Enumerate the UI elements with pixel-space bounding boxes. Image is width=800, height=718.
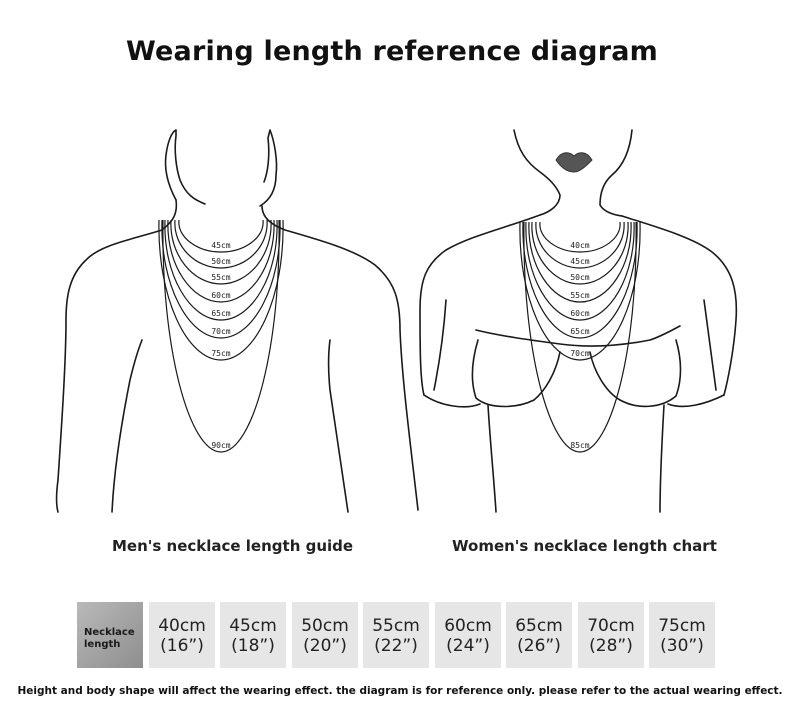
men-chain-5 <box>161 219 281 339</box>
cell-cm: 60cm <box>444 616 492 636</box>
men-length-label: 90cm <box>211 441 230 450</box>
women-chain-0 <box>539 221 621 253</box>
men-chain-1 <box>174 219 268 269</box>
men-length-label: 70cm <box>211 327 230 336</box>
men-necklace-chains: 45cm 50cm 55cm 60cm 65cm 70cm 75cm 90cm <box>158 219 284 453</box>
cell-cm: 70cm <box>587 616 635 636</box>
men-chain-3 <box>167 219 275 303</box>
length-cell-75: 75cm (30”) <box>649 602 715 668</box>
length-cell-40: 40cm (16”) <box>149 602 215 668</box>
men-length-label: 55cm <box>211 273 230 282</box>
cell-inch: (18”) <box>231 636 275 656</box>
women-chain-3 <box>528 221 632 303</box>
men-length-label: 60cm <box>211 291 230 300</box>
cell-inch: (24”) <box>446 636 490 656</box>
cell-inch: (30”) <box>660 636 704 656</box>
women-figure <box>419 129 738 513</box>
men-length-label: 75cm <box>211 349 230 358</box>
women-length-label: 65cm <box>570 327 589 336</box>
women-length-label: 60cm <box>570 309 589 318</box>
length-cell-65: 65cm (26”) <box>506 602 572 668</box>
women-length-label: 45cm <box>570 257 589 266</box>
cell-cm: 75cm <box>658 616 706 636</box>
women-caption: Women's necklace length chart <box>452 537 717 555</box>
cell-cm: 65cm <box>515 616 563 636</box>
cell-inch: (26”) <box>517 636 561 656</box>
length-cell-70: 70cm (28”) <box>578 602 644 668</box>
cell-cm: 40cm <box>158 616 206 636</box>
women-chain-2 <box>531 221 629 285</box>
lips-icon <box>555 152 593 173</box>
cell-inch: (28”) <box>589 636 633 656</box>
cell-inch: (16”) <box>160 636 204 656</box>
men-caption: Men's necklace length guide <box>112 537 354 555</box>
men-length-label: 50cm <box>211 257 230 266</box>
men-chain-2 <box>170 219 272 285</box>
women-length-label: 55cm <box>570 291 589 300</box>
header-line-1: Necklace <box>84 627 135 638</box>
women-necklace-chains: 40cm 45cm 50cm 55cm 60cm 65cm 70cm 85cm <box>519 221 641 453</box>
women-chain-7 <box>523 221 637 453</box>
length-cell-60: 60cm (24”) <box>435 602 501 668</box>
men-chain-6 <box>158 219 284 361</box>
women-chain-4 <box>525 221 635 321</box>
men-figure <box>55 129 419 513</box>
disclaimer-note: Height and body shape will affect the we… <box>17 685 783 697</box>
length-cell-50: 50cm (20”) <box>292 602 358 668</box>
cell-cm: 45cm <box>229 616 277 636</box>
women-chain-5 <box>522 221 638 339</box>
length-cell-55: 55cm (22”) <box>363 602 429 668</box>
necklace-figures: 45cm 50cm 55cm 60cm 65cm 70cm 75cm 90cm 40cm 45c… <box>55 129 738 513</box>
page-title: Wearing length reference diagram <box>126 36 658 67</box>
length-cell-45: 45cm (18”) <box>220 602 286 668</box>
cell-inch: (22”) <box>374 636 418 656</box>
women-length-label: 50cm <box>570 273 589 282</box>
cell-cm: 50cm <box>301 616 349 636</box>
men-length-label: 65cm <box>211 309 230 318</box>
women-length-label: 40cm <box>570 241 589 250</box>
women-length-label: 70cm <box>570 349 589 358</box>
men-chain-4 <box>164 219 278 321</box>
header-line-2: length <box>84 639 121 650</box>
men-chain-7 <box>162 219 280 453</box>
men-length-label: 45cm <box>211 241 230 250</box>
cell-cm: 55cm <box>372 616 420 636</box>
women-length-label: 85cm <box>570 441 589 450</box>
cell-inch: (20”) <box>303 636 347 656</box>
women-chain-6 <box>519 221 641 361</box>
women-chain-1 <box>535 221 625 269</box>
men-chain-0 <box>178 219 264 253</box>
